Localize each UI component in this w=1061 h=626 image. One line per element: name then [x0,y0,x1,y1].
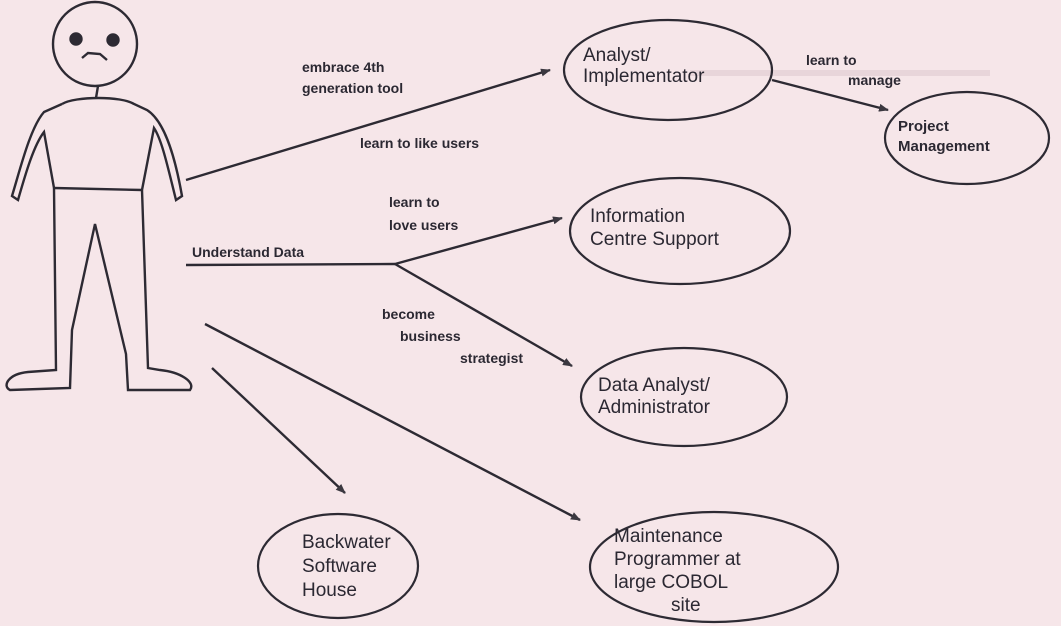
edge-label: business [400,328,461,344]
node-ellipse [568,176,792,286]
node-label: Project [898,118,949,135]
node-label: Backwater [302,532,391,553]
node-label: Maintenance [614,526,723,547]
node-label: Programmer at [614,549,741,570]
ghost-mark [690,70,990,76]
node-label: House [302,580,357,601]
edge-label: strategist [460,350,523,366]
mouth [81,51,108,61]
edge-label: learn to like users [360,135,479,151]
bleed-through-ghost-text [690,70,990,76]
node-ellipse [256,512,420,620]
arrow-to-dataadmin [394,262,573,368]
connectors [185,68,889,522]
arrow-to-infocentre [394,216,563,266]
node-label: Administrator [598,397,711,418]
arrow-to-project [771,78,889,112]
node-label: Centre Support [590,229,720,250]
node-label: Data Analyst/ [598,375,711,396]
node-backwater-software-house: Backwater Software House [256,512,420,620]
node-data-analyst-administrator: Data Analyst/ Administrator [579,346,789,448]
node-label: large COBOL [614,572,728,593]
node-label: site [671,595,701,616]
node-label: Implementator [583,66,705,87]
left-eye [69,32,83,46]
edge-label: learn to [806,52,857,68]
node-project-management: Project Management [883,90,1051,186]
right-eye [106,33,120,47]
node-information-centre-support: Information Centre Support [568,176,792,286]
edge-label: love users [389,217,458,233]
head [51,0,139,88]
neck [94,85,100,99]
edge-label: Understand Data [192,244,304,260]
legs [5,187,193,392]
arrow-to-backwater [211,367,346,494]
node-ellipse [588,510,840,624]
edge-labels: embrace 4th generation tool learn to lik… [192,52,901,366]
node-label: Analyst/ [583,45,651,66]
waist [53,186,143,192]
arrow-to-analyst [185,68,551,182]
right-arm [61,96,184,202]
node-label: Management [898,138,990,155]
edge-label: generation tool [302,80,403,96]
stick-person-icon [5,0,193,392]
edge-label: embrace 4th [302,59,384,75]
node-label: Information [590,206,685,227]
edge-label: manage [848,72,901,88]
line-understand-data [185,262,396,267]
edge-label: become [382,306,435,322]
arrow-to-maintenance [204,322,581,522]
node-maintenance-programmer: Maintenance Programmer at large COBOL si… [588,510,840,624]
node-analyst-implementator: Analyst/ Implementator [562,18,774,122]
node-ellipse [579,346,789,448]
node-label: Software [302,556,377,577]
edge-label: learn to [389,194,440,210]
node-ellipse [883,90,1051,186]
node-ellipse [562,18,774,122]
left-arm [10,102,63,202]
